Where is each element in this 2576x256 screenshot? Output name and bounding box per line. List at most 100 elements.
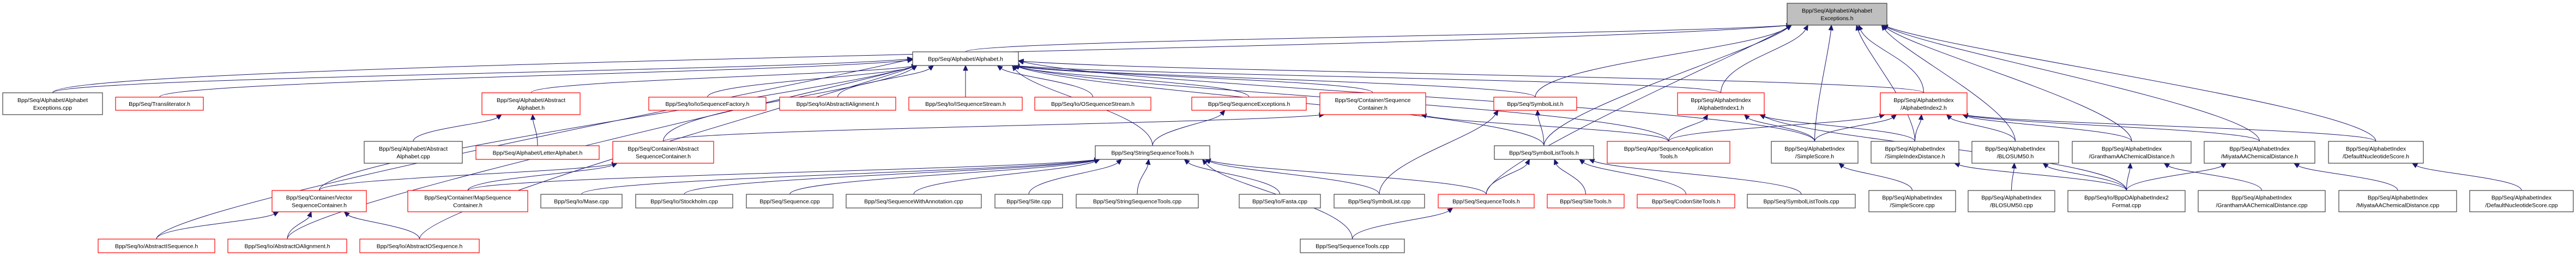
node-label: SequenceContainer.h [636,153,691,160]
arrowhead-icon [997,65,1003,71]
node-mase[interactable]: Bpp/Seq/Io/Mase.cpp [540,194,623,209]
edge-translit-to-alph [159,57,914,98]
node-sltcpp[interactable]: Bpp/Seq/SymbolListTools.cpp [1747,194,1856,209]
node-miyh[interactable]: Bpp/Seq/AlphabetIndex/MiyataAAChemicalDi… [2204,141,2315,164]
node-absial[interactable]: Bpp/Seq/Io/AbstractIAlignment.h [779,97,896,111]
node-label: Bpp/Seq/SiteTools.h [1560,199,1612,205]
node-label: Bpp/Seq/StringSequenceTools.cpp [1093,199,1181,205]
node-aoseq[interactable]: Bpp/Seq/Io/AbstractOSequence.h [359,239,480,253]
node-label: Bpp/Seq/AlphabetIndex [1981,195,2042,201]
arrowhead-icon [2220,163,2227,169]
node-slt[interactable]: Bpp/Seq/SymbolListTools.h [1494,145,1594,160]
node-box [272,190,367,212]
node-label: Bpp/Seq/Alphabet/Alphabet [1802,8,1872,14]
node-seqcont[interactable]: Bpp/Seq/Container/SequenceContainer.h [1319,92,1426,115]
node-label: Bpp/Seq/AlphabetIndex [2491,195,2552,201]
node-seqexc[interactable]: Bpp/Seq/SequenceExceptions.h [1191,97,1307,111]
node-stock[interactable]: Bpp/Seq/Io/Stockholm.cpp [635,194,733,209]
arrowhead-icon [1017,59,1024,65]
edge-sidh-to-ai2 [1915,114,1924,142]
node-swa[interactable]: Bpp/Seq/SequenceWithAnnotation.cpp [846,194,982,209]
node-translit[interactable]: Bpp/Seq/Transliterator.h [115,97,204,111]
arrowhead-icon [307,211,312,218]
node-label: Bpp/Seq/AlphabetIndex [2368,195,2428,201]
node-sidh[interactable]: Bpp/Seq/AlphabetIndex/SimpleIndexDistanc… [1871,141,1959,164]
edge-line [1379,114,1496,195]
edge-line [684,160,1095,195]
node-label: Bpp/Seq/SequenceTools.cpp [1316,243,1389,250]
node-label: /BLOSUM50.h [1997,153,2034,160]
node-alph[interactable]: Bpp/Seq/Alphabet/Alphabet.h [912,51,1019,66]
node-sscpp[interactable]: Bpp/Seq/AlphabetIndex/SimpleScore.cpp [1868,190,1956,212]
node-ai1[interactable]: Bpp/Seq/AlphabetIndex/AlphabetIndex1.h [1677,92,1765,115]
node-oss[interactable]: Bpp/Seq/Io/OSequenceStream.h [1034,97,1151,111]
node-iosf[interactable]: Bpp/Seq/Io/IoSequenceFactory.h [648,97,767,111]
edge-line [663,68,913,142]
node-label: Bpp/Seq/Io/AbstractISequence.h [115,243,198,250]
node-blosh[interactable]: Bpp/Seq/AlphabetIndex/BLOSUM50.h [1971,141,2059,164]
node-label: Bpp/Seq/Io/IoSequenceFactory.h [666,101,750,108]
node-label: Bpp/Seq/SequenceExceptions.h [1208,101,1290,108]
node-absseqcont[interactable]: Bpp/Seq/Container/AbstractSequenceContai… [612,141,714,164]
edge-line [530,66,913,93]
node-box [364,141,463,164]
arrowhead-icon [1447,207,1453,213]
node-label: /GranthamAAChemicalDistance.h [2089,153,2175,160]
node-iss[interactable]: Bpp/Seq/Io/ISequenceStream.h [908,97,1023,111]
arrowhead-icon [2411,163,2418,168]
node-ai2[interactable]: Bpp/Seq/AlphabetIndex/AlphabetIndex2.h [1880,92,1968,115]
node-slcpp[interactable]: Bpp/Seq/SymbolList.cpp [1334,194,1425,209]
node-label: Bpp/Seq/AlphabetIndex [2229,146,2290,152]
node-label: Container.h [1358,105,1387,111]
node-fasta[interactable]: Bpp/Seq/Io/Fasta.cpp [1239,194,1321,209]
arrowhead-icon [963,64,968,71]
node-miycpp[interactable]: Bpp/Seq/AlphabetIndex/MiyataAAChemicalDi… [2338,190,2457,212]
node-label: Bpp/Seq/Io/OSequenceStream.h [1051,101,1135,108]
node-box [1868,190,1956,212]
edge-line [913,161,1095,195]
node-label: Bpp/Seq/Alphabet/Abstract [497,97,565,104]
edge-line [1426,115,1669,142]
node-codon[interactable]: Bpp/Seq/CodonSiteTools.h [1637,194,1735,209]
node-aiseq[interactable]: Bpp/Seq/Io/AbstractISequence.h [98,239,215,253]
node-dnscpp[interactable]: Bpp/Seq/AlphabetIndex/DefaultNucleotideS… [2469,190,2574,212]
node-label: Exceptions.h [1820,15,1853,22]
node-box [1095,145,1210,160]
node-aoal[interactable]: Bpp/Seq/Io/AbstractOAlignment.h [227,239,347,253]
node-letter[interactable]: Bpp/Seq/Alphabet/LetterAlphabet.h [475,145,600,160]
node-granh[interactable]: Bpp/Seq/AlphabetIndex/GranthamAAChemical… [2072,141,2192,164]
edge-absseqcont-to-seqcont [663,112,1325,142]
edge-line [2047,166,2127,191]
node-symlist[interactable]: Bpp/Seq/SymbolList.h [1493,97,1577,111]
node-vsc[interactable]: Bpp/Seq/Container/VectorSequenceContaine… [272,190,367,212]
node-label: Bpp/Seq/SequenceTools.h [1452,199,1520,205]
node-box [908,97,1023,111]
node-sst[interactable]: Bpp/Seq/StringSequenceTools.h [1095,145,1210,160]
edge-line [1018,67,1250,98]
node-label: Bpp/Seq/Container/Sequence [1335,97,1411,104]
arrowhead-icon [2163,163,2170,169]
node-stoolsh[interactable]: Bpp/Seq/SequenceTools.h [1438,194,1535,209]
edge-blosh-to-aexh [1881,25,2016,142]
node-label: Bpp/Seq/AlphabetIndex [1985,146,2046,152]
node-ssh[interactable]: Bpp/Seq/AlphabetIndex/SimpleScore.h [1771,141,1859,164]
node-site[interactable]: Bpp/Seq/Site.cpp [994,194,1063,209]
node-bloscpp[interactable]: Bpp/Seq/AlphabetIndex/BLOSUM50.cpp [1968,190,2055,212]
edge-line [1352,210,1449,240]
arrowhead-icon [2042,163,2049,169]
node-box [1747,194,1856,209]
node-sstcpp[interactable]: Bpp/Seq/StringSequenceTools.cpp [1076,194,1199,209]
node-grancpp[interactable]: Bpp/Seq/AlphabetIndex/GranthamAAChemical… [2198,190,2326,212]
node-seqcpp[interactable]: Bpp/Seq/Sequence.cpp [746,194,834,209]
node-dnsh[interactable]: Bpp/Seq/AlphabetIndex/DefaultNucleotideS… [2328,141,2424,164]
node-box [1076,194,1199,209]
node-stcpp[interactable]: Bpp/Seq/SequenceTools.cpp [1300,239,1405,253]
node-sitetools[interactable]: Bpp/Seq/SiteTools.h [1547,194,1625,209]
